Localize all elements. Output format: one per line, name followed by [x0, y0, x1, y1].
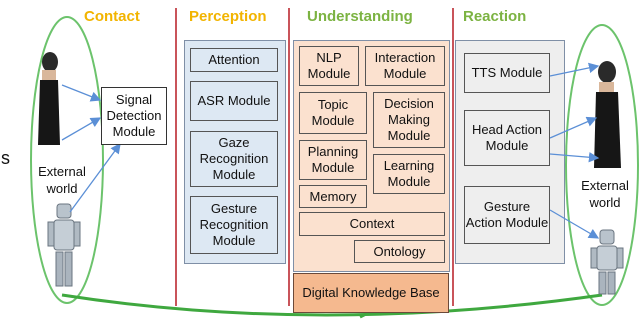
context-module: Context: [299, 212, 445, 236]
robot-figure-icon: [590, 229, 624, 295]
ontology-module: Ontology: [354, 240, 445, 263]
left-external-world: External world: [38, 164, 86, 196]
header-understanding: Understanding: [307, 8, 413, 25]
gesture-recognition-module: Gesture Recognition Module: [190, 196, 278, 254]
decision-making-module: Decision Making Module: [373, 92, 445, 148]
gaze-recognition-module: Gaze Recognition Module: [190, 131, 278, 187]
person-figure-icon: [594, 61, 621, 168]
topic-module: Topic Module: [299, 92, 367, 134]
robot-figure-icon: [47, 203, 81, 287]
person-figure-icon: [38, 52, 60, 145]
header-contact: Contact: [84, 8, 140, 25]
divider-3: [452, 8, 454, 306]
divider-1: [175, 8, 177, 306]
stray-character: s: [1, 148, 10, 168]
tts-module: TTS Module: [464, 53, 550, 93]
right-external-world: External world: [581, 178, 629, 210]
header-reaction: Reaction: [463, 8, 527, 25]
attention-module: Attention: [190, 48, 278, 72]
asr-module: ASR Module: [190, 81, 278, 121]
digital-knowledge-base: Digital Knowledge Base: [293, 273, 449, 313]
learning-module: Learning Module: [373, 154, 445, 194]
planning-module: Planning Module: [299, 140, 367, 180]
memory-module: Memory: [299, 185, 367, 208]
gesture-action-module: Gesture Action Module: [464, 186, 550, 244]
nlp-module: NLP Module: [299, 46, 359, 86]
interaction-module: Interaction Module: [365, 46, 445, 86]
divider-2: [288, 8, 290, 306]
head-action-module: Head Action Module: [464, 110, 550, 166]
signal-detection-module: Signal Detection Module: [101, 87, 167, 145]
header-perception: Perception: [189, 8, 267, 25]
